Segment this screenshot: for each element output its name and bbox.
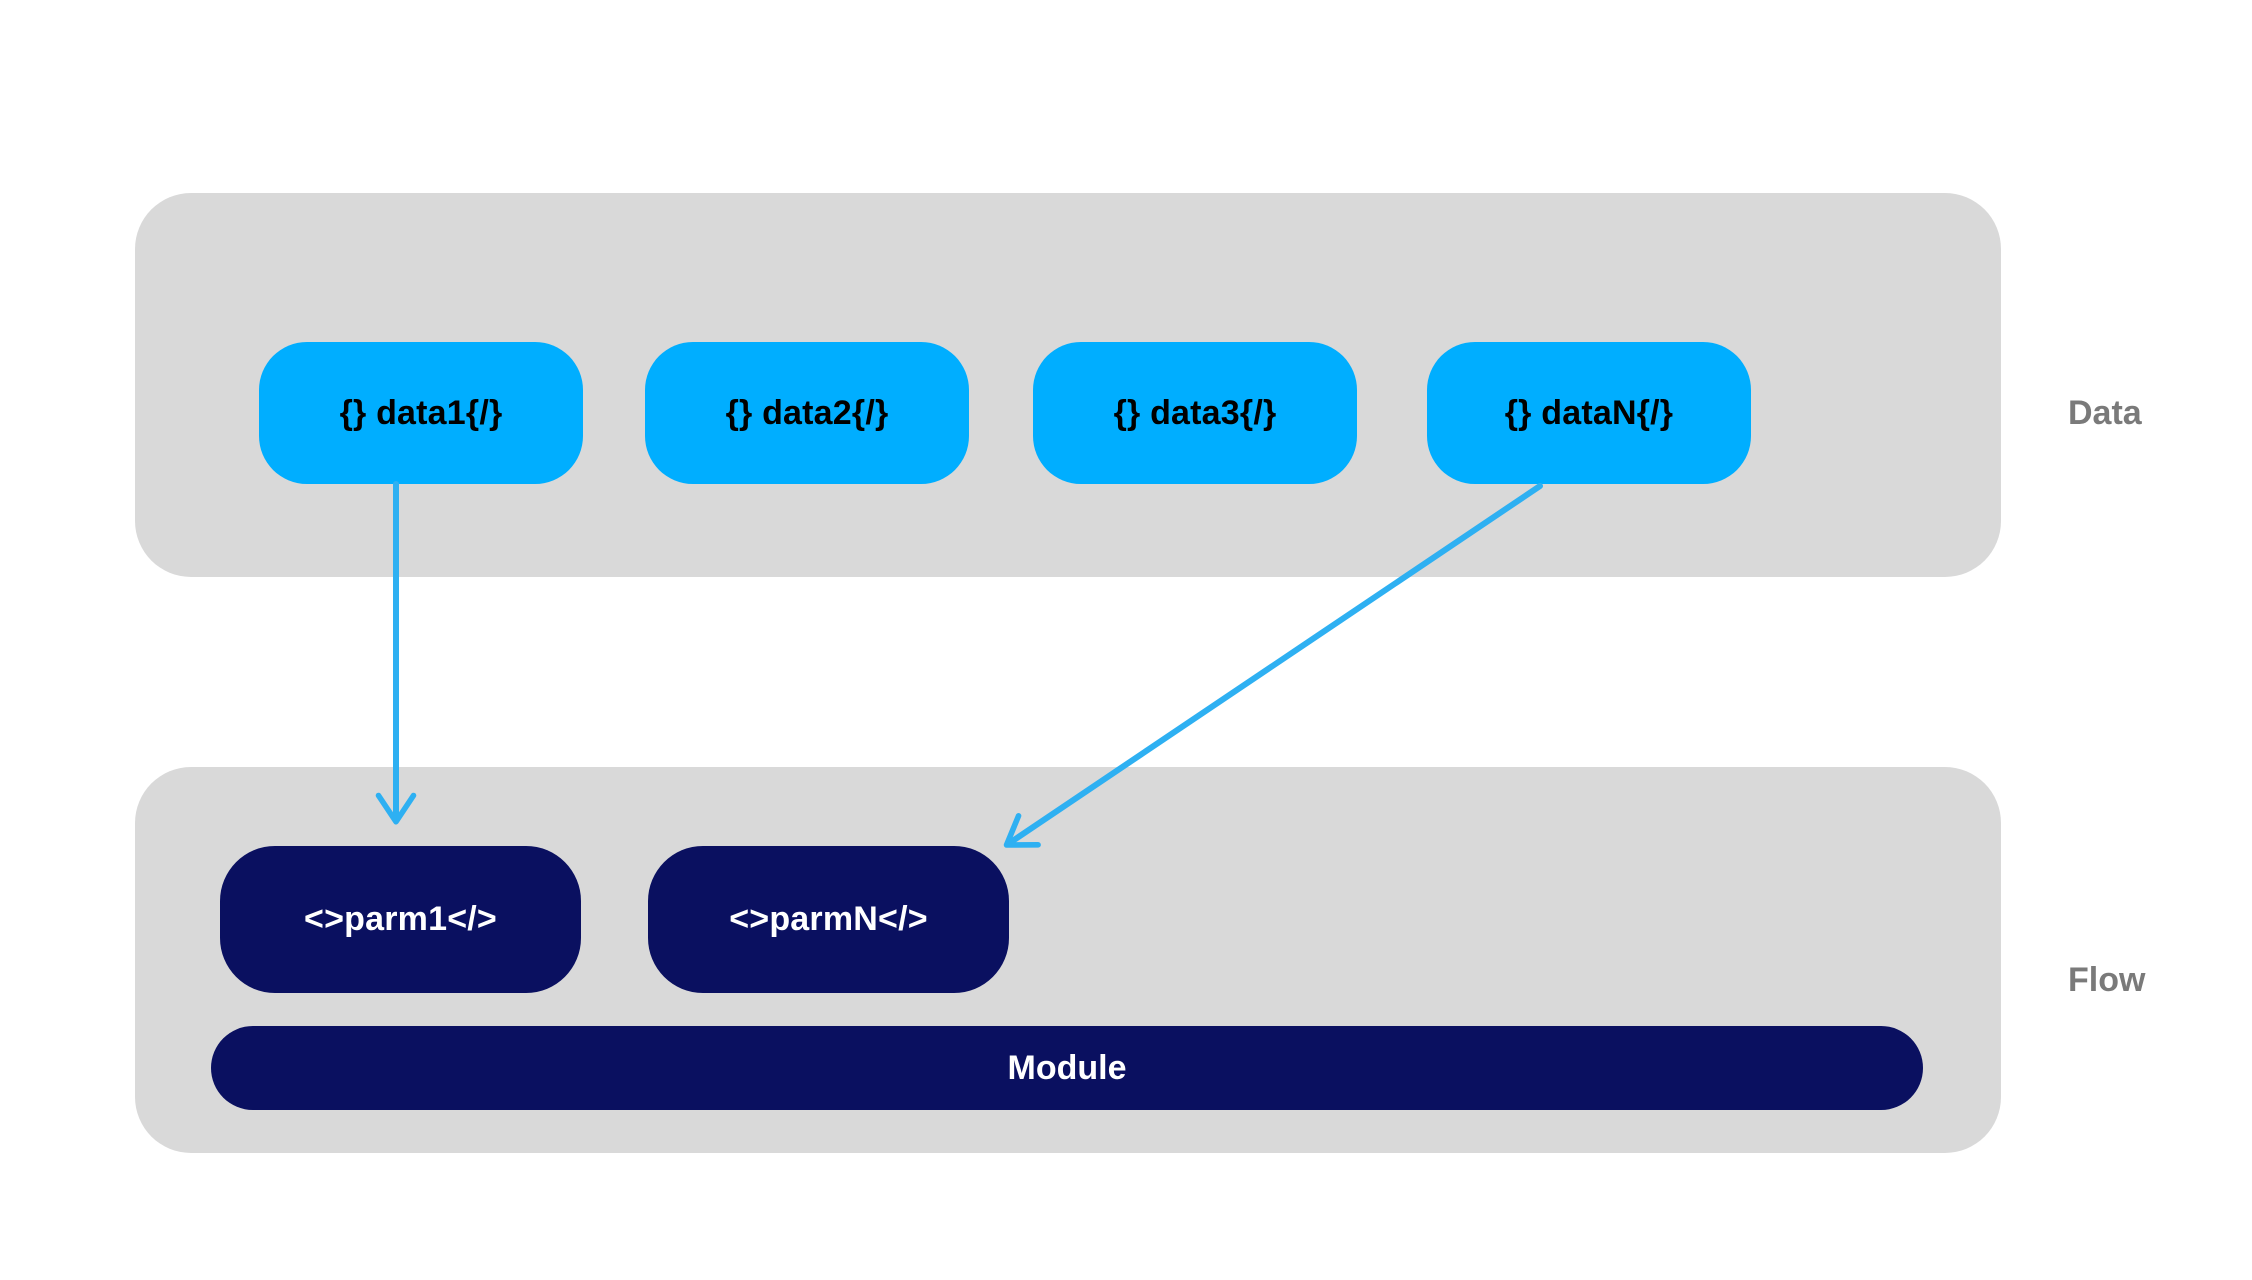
flow-node-parm1-label: <>parm1</>: [304, 900, 497, 938]
data-node-dataN: {} dataN{/}: [1427, 342, 1751, 484]
data-node-data3-label: {} data3{/}: [1113, 393, 1277, 432]
flow-section-label: Flow: [2068, 961, 2146, 999]
data-node-data2: {} data2{/}: [645, 342, 969, 484]
flow-node-parm1: <>parm1</>: [220, 846, 581, 993]
flow-node-parmN: <>parmN</>: [648, 846, 1009, 993]
data-node-dataN-label: {} dataN{/}: [1504, 393, 1674, 432]
data-node-data1-label: {} data1{/}: [339, 393, 503, 432]
flow-node-parmN-label: <>parmN</>: [729, 900, 928, 938]
module-bar-label: Module: [1007, 1048, 1127, 1087]
data-section-label: Data: [2068, 394, 2142, 432]
module-bar: Module: [211, 1026, 1923, 1110]
data-node-data1: {} data1{/}: [259, 342, 583, 484]
data-node-data3: {} data3{/}: [1033, 342, 1357, 484]
data-node-data2-label: {} data2{/}: [725, 393, 889, 432]
